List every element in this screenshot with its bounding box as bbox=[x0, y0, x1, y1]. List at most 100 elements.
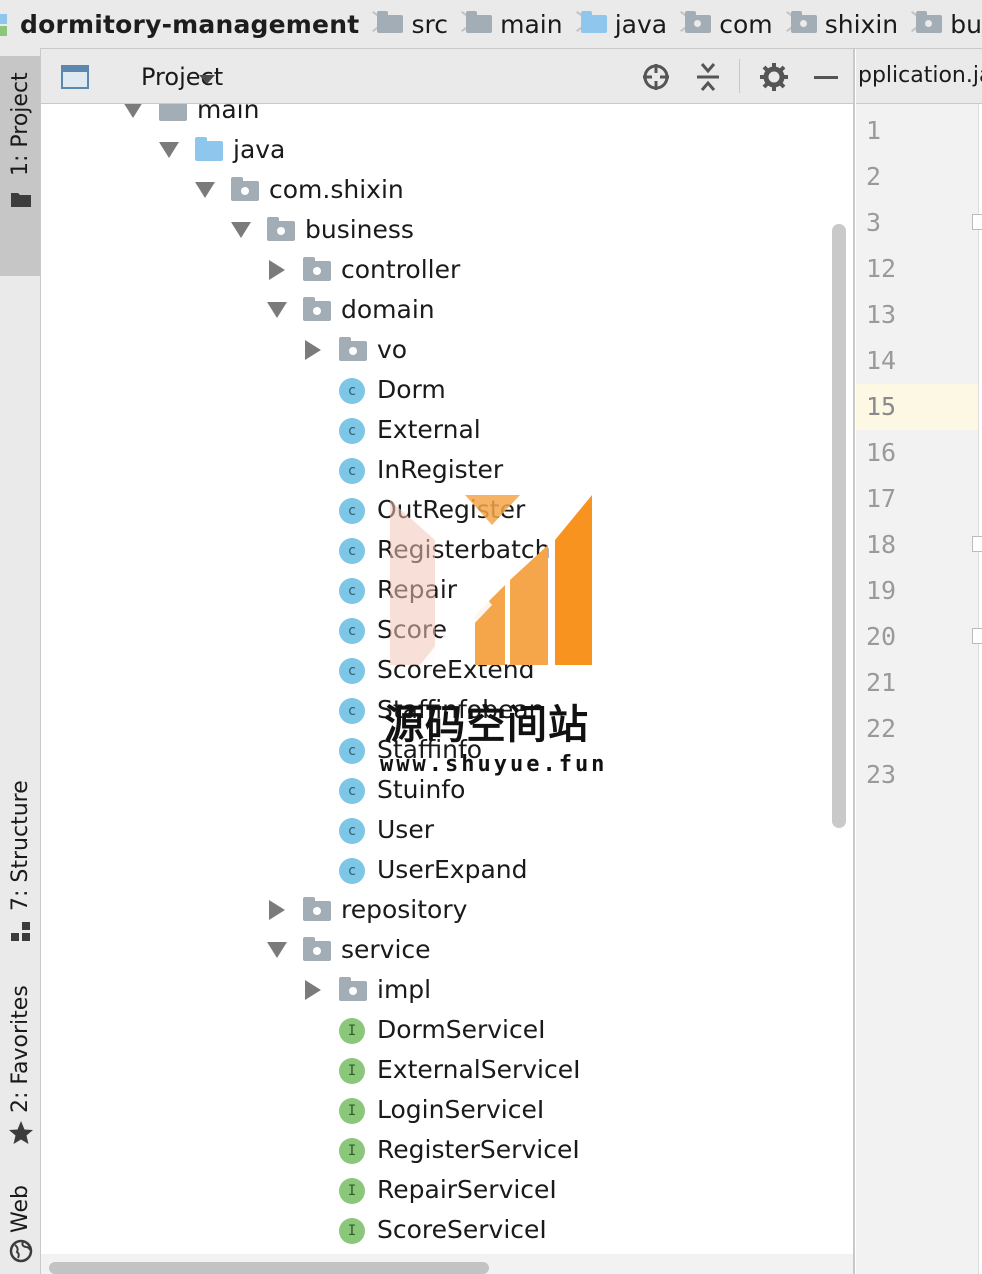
breadcrumb-label: bu bbox=[950, 9, 982, 39]
tree-node-label: RepairServiceI bbox=[377, 1175, 557, 1204]
editor-tab-title: pplication.ja bbox=[858, 63, 982, 88]
line-number[interactable]: 19 bbox=[866, 576, 897, 605]
collapse-all-icon[interactable] bbox=[695, 62, 721, 92]
line-number[interactable]: 1 bbox=[866, 116, 882, 145]
tree-node-label: External bbox=[377, 415, 481, 444]
tree-node-label: domain bbox=[341, 295, 435, 324]
line-number[interactable]: 14 bbox=[866, 346, 897, 375]
breadcrumb-label: dormitory-management bbox=[20, 9, 360, 39]
vertical-scrollbar[interactable] bbox=[826, 104, 853, 1254]
chevron-right-icon bbox=[779, 7, 781, 41]
tree-node[interactable]: impl bbox=[41, 970, 826, 1010]
tab-project[interactable]: 1: Project bbox=[0, 56, 40, 276]
line-number[interactable]: 23 bbox=[866, 760, 897, 789]
expand-arrow-down-icon[interactable] bbox=[123, 104, 143, 118]
folder-icon bbox=[11, 193, 31, 207]
tree-node-label: LoginServiceI bbox=[377, 1095, 545, 1124]
interface-icon: I bbox=[339, 1098, 365, 1124]
tree-node[interactable]: java bbox=[41, 130, 826, 170]
tree-node[interactable]: repository bbox=[41, 890, 826, 930]
editor-tab[interactable]: pplication.ja bbox=[856, 49, 982, 104]
fold-marker-icon[interactable] bbox=[972, 536, 982, 552]
expand-arrow-right-icon[interactable] bbox=[269, 900, 285, 920]
breadcrumb-com[interactable]: com bbox=[675, 0, 773, 48]
class-icon: c bbox=[339, 418, 365, 444]
fold-marker-icon[interactable] bbox=[972, 628, 982, 644]
line-number[interactable]: 3 bbox=[866, 208, 882, 237]
breadcrumb-main[interactable]: main bbox=[456, 0, 563, 48]
class-icon: c bbox=[339, 778, 365, 804]
fold-marker-icon[interactable] bbox=[972, 214, 982, 230]
tree-node[interactable]: com.shixin bbox=[41, 170, 826, 210]
minimize-icon[interactable] bbox=[814, 76, 838, 79]
line-number[interactable]: 22 bbox=[866, 714, 897, 743]
gear-icon[interactable] bbox=[759, 62, 789, 92]
tab-web[interactable]: Web bbox=[0, 1178, 40, 1274]
tree-node[interactable]: controller bbox=[41, 250, 826, 290]
breadcrumb-shixin[interactable]: shixin bbox=[781, 0, 898, 48]
line-number[interactable]: 17 bbox=[866, 484, 897, 513]
breadcrumb-project[interactable]: dormitory-management bbox=[0, 0, 359, 48]
breadcrumb-business[interactable]: bu bbox=[906, 0, 982, 48]
tab-structure[interactable]: 7: Structure bbox=[0, 776, 40, 976]
tree-node[interactable]: domain bbox=[41, 290, 826, 330]
tree-node[interactable]: service bbox=[41, 930, 826, 970]
line-number[interactable]: 12 bbox=[866, 254, 897, 283]
breadcrumb-src[interactable]: src bbox=[367, 0, 448, 48]
tree-node[interactable]: business bbox=[41, 210, 826, 250]
code-area[interactable] bbox=[972, 104, 982, 1274]
expand-arrow-down-icon[interactable] bbox=[267, 942, 287, 958]
line-number[interactable]: 16 bbox=[866, 438, 897, 467]
expand-arrow-right-icon[interactable] bbox=[269, 260, 285, 280]
scrollbar-thumb[interactable] bbox=[49, 1262, 489, 1274]
tree-node[interactable]: I LoginServiceI bbox=[41, 1090, 826, 1130]
splitter[interactable] bbox=[853, 48, 855, 1274]
horizontal-scrollbar[interactable] bbox=[41, 1254, 853, 1274]
expand-arrow-down-icon[interactable] bbox=[267, 302, 287, 318]
expand-arrow-right-icon[interactable] bbox=[305, 340, 321, 360]
locate-icon[interactable] bbox=[641, 62, 671, 92]
class-icon: c bbox=[339, 618, 365, 644]
class-icon: c bbox=[339, 858, 365, 884]
expand-arrow-right-icon[interactable] bbox=[305, 980, 321, 1000]
line-number[interactable]: 20 bbox=[866, 622, 897, 651]
class-icon: c bbox=[339, 578, 365, 604]
line-number[interactable]: 18 bbox=[866, 530, 897, 559]
interface-icon: I bbox=[339, 1218, 365, 1244]
expand-arrow-down-icon[interactable] bbox=[195, 182, 215, 198]
tree-node[interactable]: vo bbox=[41, 330, 826, 370]
line-number[interactable]: 21 bbox=[866, 668, 897, 697]
line-number[interactable]: 2 bbox=[866, 162, 882, 191]
expand-arrow-down-icon[interactable] bbox=[159, 142, 179, 158]
chevron-down-icon[interactable] bbox=[199, 75, 215, 84]
chevron-right-icon bbox=[365, 7, 367, 41]
tab-favorites[interactable]: 2: Favorites bbox=[0, 983, 40, 1198]
tree-node[interactable]: main bbox=[41, 104, 826, 130]
line-number[interactable]: 15 bbox=[856, 384, 978, 430]
tree-node-label: ExternalServiceI bbox=[377, 1055, 581, 1084]
line-number[interactable]: 13 bbox=[866, 300, 897, 329]
scrollbar-thumb[interactable] bbox=[832, 224, 846, 828]
expand-arrow-down-icon[interactable] bbox=[231, 222, 251, 238]
breadcrumb-java[interactable]: java bbox=[571, 0, 667, 48]
tree-node[interactable]: c External bbox=[41, 410, 826, 450]
